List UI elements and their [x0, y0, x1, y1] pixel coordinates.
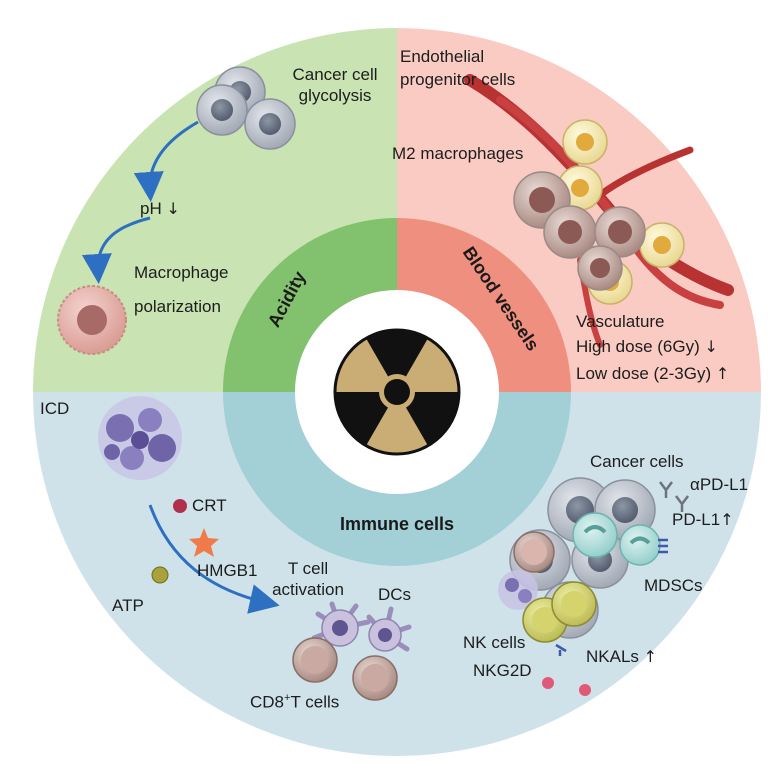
label-atp: ATP: [112, 596, 144, 615]
label-endothelial-progenitor-cells: Endothelial progenitor cells: [400, 46, 515, 90]
label-alpha-pd-l1: αPD-L1: [690, 475, 749, 494]
label-nkals-text: NKALs: [586, 647, 639, 666]
label-nk-cells: NK cells: [463, 633, 526, 652]
label-pd-l1-text: PD-L1: [672, 510, 721, 529]
nkg2d-receptor-icon: [555, 643, 567, 656]
low-dose-up-arrow-icon: ↑: [715, 364, 730, 383]
label-cd8-t-cells: CD8+T cells: [250, 688, 339, 713]
atp-molecule: [151, 566, 169, 584]
label-vasculature: Vasculature: [576, 312, 665, 331]
pd-l1-up-arrow-icon: ↑: [720, 510, 734, 529]
label-hmgb1: HMGB1: [197, 561, 258, 580]
label-polarization-line2: polarization: [134, 297, 221, 316]
t-cell-in-cluster: [513, 531, 555, 573]
radiation-icon: [295, 290, 499, 494]
label-low-dose-text: Low dose (2-3Gy): [576, 364, 712, 383]
label-nkals: NKALs ↑: [586, 646, 657, 667]
cancer-cell-cluster-acidity: [196, 66, 296, 150]
cd8-t-cells: [292, 637, 398, 701]
ring-label-immune-cells: Immune cells: [340, 514, 454, 534]
macrophage-cell: [57, 285, 127, 355]
label-ph-text: pH: [140, 199, 162, 218]
nkal-particles: [542, 677, 591, 696]
label-dcs: DCs: [378, 585, 412, 604]
flow-arrow-ph-to-macrophage: [81, 216, 151, 284]
label-t-cell-activation: T cell activation: [262, 558, 354, 600]
label-activation-line2: activation: [272, 580, 344, 599]
label-cancer-cells: Cancer cells: [590, 452, 684, 471]
nk-cells: [522, 581, 597, 643]
immune-debris-cells: [498, 570, 538, 610]
m2-macrophage-cells: [513, 171, 646, 291]
label-cancer-cell-line1: Cancer cell: [292, 65, 378, 84]
label-m2-macrophages: M2 macrophages: [392, 144, 524, 163]
label-pd-l1: PD-L1↑: [672, 509, 734, 530]
label-cd8-plus: +: [284, 692, 291, 704]
mdsc-cells: [572, 512, 661, 566]
label-icd: ICD: [40, 399, 70, 418]
ph-down-arrow-icon: ↓: [166, 199, 180, 218]
flow-arrow-icd-to-tcell: [148, 504, 280, 614]
pd-l1-receptor-icon: [658, 538, 668, 554]
dendritic-cells: [311, 601, 412, 652]
high-dose-down-arrow-icon: ↓: [704, 337, 718, 356]
label-progenitor-line2: progenitor cells: [400, 70, 516, 89]
label-mdscs: MDSCs: [644, 576, 703, 595]
label-nkg2d: NKG2D: [473, 661, 532, 680]
label-ph: pH ↓: [140, 198, 180, 219]
label-endothelial-line1: Endothelial: [400, 47, 485, 66]
label-t-cell-line1: T cell: [287, 559, 329, 578]
pd-l1-antibody-icon: [659, 481, 689, 512]
flow-arrow-glycolysis-to-ph: [133, 120, 199, 202]
label-cd8-text: CD8: [250, 692, 285, 712]
label-low-dose: Low dose (2-3Gy) ↑: [576, 363, 729, 384]
label-cd8-rest: T cells: [290, 692, 340, 712]
label-macrophage-polarization: Macrophage polarization: [134, 262, 229, 317]
crt-molecule: [173, 499, 187, 513]
hmgb1-molecule: [189, 528, 219, 557]
icd-dying-cell: [98, 396, 182, 480]
label-glycolysis-line2: glycolysis: [298, 86, 372, 105]
label-crt: CRT: [192, 496, 227, 515]
label-cancer-cell-glycolysis: Cancer cell glycolysis: [280, 64, 390, 106]
nkals-up-arrow-icon: ↑: [643, 647, 658, 666]
label-high-dose-text: High dose (6Gy): [576, 337, 700, 356]
label-macrophage-line1: Macrophage: [134, 263, 229, 282]
label-high-dose: High dose (6Gy) ↓: [576, 336, 718, 357]
